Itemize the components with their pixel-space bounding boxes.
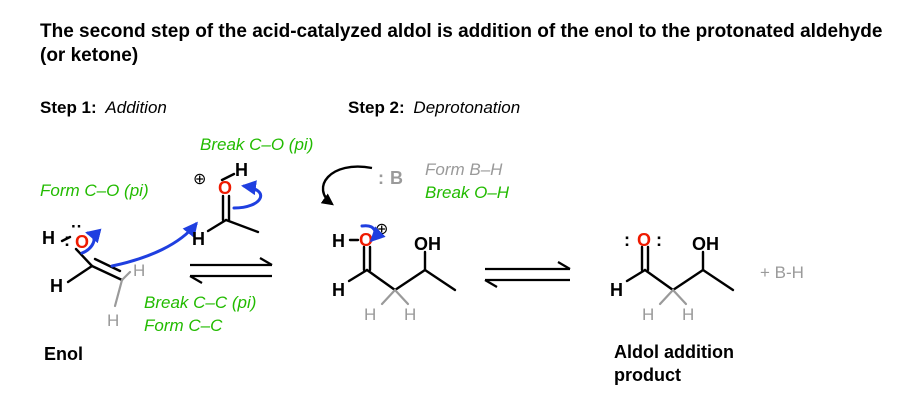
equilibrium-arrow-1	[189, 257, 273, 284]
step1-name: Addition	[104, 98, 166, 117]
enol-h-c2-upper: H	[133, 261, 145, 280]
arrow-base-to-h	[320, 165, 373, 206]
intermediate-plus-charge: ⊕	[375, 221, 388, 238]
arrow-pi-to-oxygen	[232, 180, 263, 210]
product-h-alpha-1: H	[642, 305, 654, 324]
enol-h-on-o: H	[42, 228, 55, 248]
step1-heading: Step 1: Addition	[40, 98, 167, 117]
enol-o-lone-pair-left: :	[64, 230, 70, 250]
aldehyde-h-on-o: H	[235, 160, 248, 180]
label-enol: Enol	[44, 344, 83, 364]
byproduct-bh: + B-H	[760, 263, 804, 282]
base-b: B	[390, 168, 403, 188]
intermediate-oxygen: O	[359, 230, 373, 250]
intermediate-oh: OH	[414, 234, 441, 254]
intermediate-h-on-o: H	[332, 231, 345, 251]
product-h-aldehyde: H	[610, 280, 623, 300]
enol-molecule: H ·· O : H H H	[42, 217, 145, 330]
label-break-cc: Break C–C (pi)	[144, 293, 256, 312]
intermediate-h-aldehyde: H	[332, 280, 345, 300]
label-break-oh: Break O–H	[425, 183, 510, 202]
product-oxygen: O	[637, 230, 651, 250]
label-product-line1: Aldol addition	[614, 342, 734, 362]
step2-label: Step 2:	[348, 98, 405, 117]
base-lone-pair: :	[378, 168, 384, 188]
step1-label: Step 1:	[40, 98, 97, 117]
enol-h-c2-lower: H	[107, 311, 119, 330]
enol-o-lone-pair-top: ··	[71, 217, 82, 236]
aldehyde-h-c: H	[192, 229, 205, 249]
arrow-lone-pair-to-co	[80, 228, 102, 255]
arrow-oh-bond-to-o	[360, 224, 386, 243]
label-form-co: Form C–O (pi)	[40, 181, 149, 200]
step2-heading: Step 2: Deprotonation	[348, 98, 520, 117]
label-form-bh: Form B–H	[425, 160, 503, 179]
aldol-product: : O : OH H H H	[610, 230, 735, 324]
label-form-cc: Form C–C	[144, 316, 223, 335]
label-product-line2: product	[614, 365, 681, 385]
intermediate-molecule: H O ⊕ OH H H H	[332, 221, 457, 324]
product-o-lone-pair-right: :	[656, 230, 662, 250]
arrow-cc-pi-attack	[110, 221, 198, 268]
equilibrium-arrow-2	[484, 261, 571, 288]
step2-name: Deprotonation	[413, 98, 520, 117]
diagram-title: The second step of the acid-catalyzed al…	[40, 21, 883, 66]
intermediate-h-alpha-2: H	[404, 305, 416, 324]
label-break-co: Break C–O (pi)	[200, 135, 313, 154]
product-h-alpha-2: H	[682, 305, 694, 324]
product-oh: OH	[692, 234, 719, 254]
enol-h-c1: H	[50, 276, 63, 296]
aldehyde-oxygen: O	[218, 178, 232, 198]
protonated-aldehyde: ⊕ O H H	[192, 160, 260, 249]
product-o-lone-pair-left: :	[624, 230, 630, 250]
aldehyde-plus-charge: ⊕	[193, 171, 206, 188]
intermediate-h-alpha-1: H	[364, 305, 376, 324]
